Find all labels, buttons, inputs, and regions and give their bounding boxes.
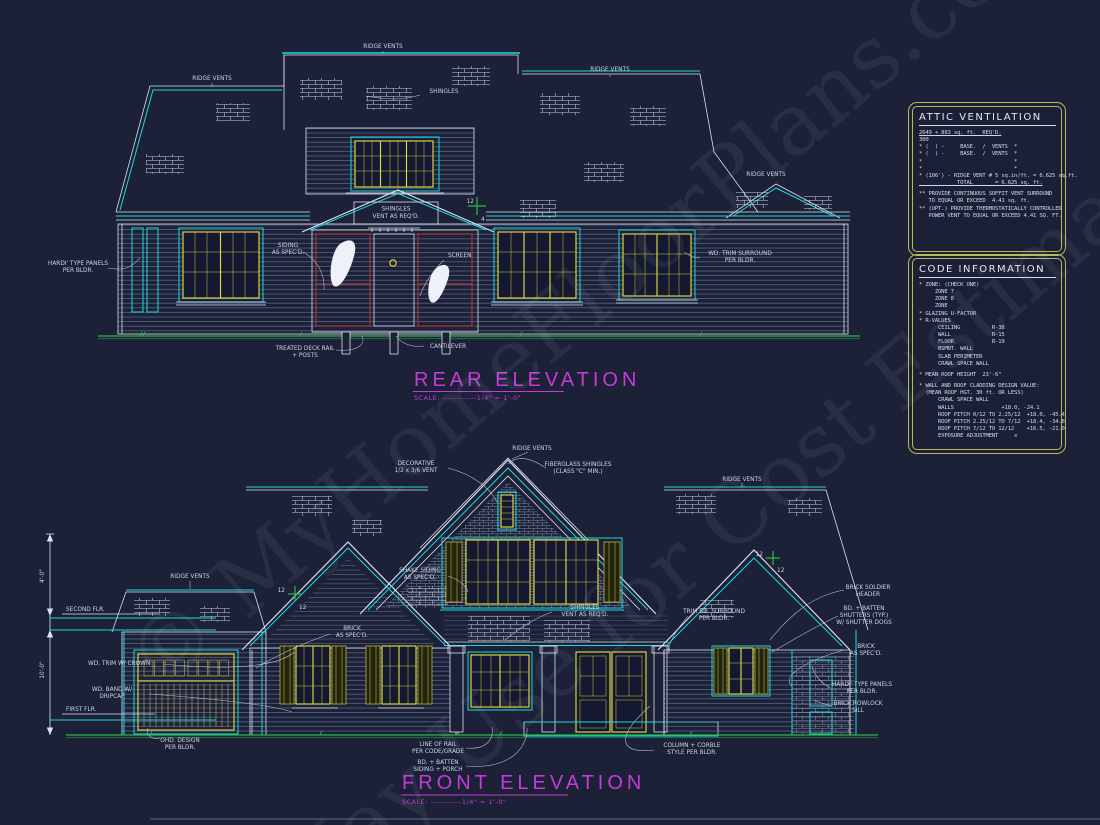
svg-text:DRIPCAP: DRIPCAP: [99, 694, 125, 700]
svg-text:PER BLDR.: PER BLDR.: [699, 616, 730, 622]
front-elevation-title: FRONT ELEVATION: [402, 772, 645, 794]
svg-text:AS SPEC'D.: AS SPEC'D.: [404, 575, 436, 581]
svg-text:AS SPEC'D.: AS SPEC'D.: [336, 633, 368, 639]
rear-shingles-label: SHINGLES: [429, 89, 458, 95]
svg-text:AS SPEC'D.: AS SPEC'D.: [850, 651, 882, 657]
line-of-rail-label: LINE OF RAIL: [419, 742, 457, 748]
rear-ridge-vents-label: RIDGE VENTS: [746, 172, 786, 178]
svg-text:12: 12: [278, 588, 286, 594]
svg-text:VENT AS REQ'D.: VENT AS REQ'D.: [373, 214, 420, 220]
rear-ridge-vents-label: RIDGE VENTS: [363, 44, 403, 50]
rear-siding-label: SIDING: [278, 243, 299, 249]
front-left-windows: [279, 645, 433, 709]
decorative-vent-label: DECORATIVE: [398, 461, 435, 467]
svg-text:+ POSTS: + POSTS: [292, 353, 318, 359]
shake-siding-label: SHAKE SIDING: [399, 568, 441, 574]
brick-rowlock-label: BRICK ROWLOCK: [833, 701, 882, 707]
svg-text:PER CODE/GRADE: PER CODE/GRADE: [412, 749, 464, 755]
rear-hardie-label: HARDI' TYPE PANELS: [48, 261, 108, 267]
svg-text:12: 12: [467, 199, 475, 205]
svg-text:PER BLDR.: PER BLDR.: [165, 745, 196, 751]
svg-text:12: 12: [777, 568, 785, 574]
rear-elevation-title: REAR ELEVATION: [414, 369, 640, 391]
rear-window-left: [176, 227, 266, 306]
front-pitch-marker: 12 12: [278, 586, 307, 611]
rear-pitch-marker: 12 4: [467, 197, 486, 223]
garage-door: [133, 649, 239, 735]
front-center-windows: [440, 537, 624, 611]
front-double-door: [575, 651, 647, 733]
rear-ridge-vents-label: RIDGE VENTS: [192, 76, 232, 82]
svg-text:SHUTTERS (TYP.): SHUTTERS (TYP.): [840, 613, 889, 619]
svg-text:AS SPEC'D.: AS SPEC'D.: [272, 250, 304, 256]
porch-window: [467, 651, 533, 711]
rear-window-center-right: [491, 227, 583, 306]
svg-text:W/ SHUTTER DOGS: W/ SHUTTER DOGS: [836, 620, 892, 626]
front-right-pitch-marker: 12 12: [756, 551, 785, 574]
svg-text:PER BLDR.: PER BLDR.: [63, 268, 94, 274]
rear-wd-trim-label: WD. TRIM SURROUND: [708, 251, 772, 257]
wd-band-dripcap-label: WD. BAND W/: [92, 687, 132, 693]
svg-text:SIDING + PORCH: SIDING + PORCH: [413, 767, 462, 773]
shingles-vent-label: SHINGLES: [570, 605, 599, 611]
rear-cantilever-label: CANTILEVER: [430, 344, 466, 350]
rear-attic-window: [346, 136, 444, 194]
svg-text:10'-0": 10'-0": [40, 661, 46, 679]
rear-ridge-vents-label: RIDGE VENTS: [590, 67, 630, 73]
screen-door-highlight: [428, 264, 450, 303]
front-right-window: [711, 645, 771, 697]
svg-text:4'-0": 4'-0": [40, 569, 46, 583]
svg-text:12: 12: [299, 605, 307, 611]
brick-as-specd-label: BRICK: [343, 626, 361, 632]
svg-text:SILL: SILL: [852, 708, 865, 714]
ohd-design-label: OHD. DESIGN: [160, 738, 199, 744]
hardie-panels-label: HARDI' TYPE PANELS: [832, 682, 892, 688]
attic-panel-title: ATTIC VENTILATION: [919, 112, 1056, 126]
front-elevation-scale: SCALE: -----------1/4" = 1'-0": [402, 798, 506, 806]
rear-gable-vent-label: SHINGLES: [381, 207, 410, 213]
rear-elevation-drawing: SHINGLES VENT AS REQ'D. 12 4: [48, 44, 860, 402]
code-information-panel: CODE INFORMATION * ZONE: (CHECK ONE) ZON…: [908, 254, 1066, 454]
front-ridge-vents-label: RIDGE VENTS: [170, 574, 210, 580]
brick-soldier-label: BRICK SOLDIER: [846, 585, 891, 591]
front-dimension-lines: SECOND FLR. FIRST FLR. 4'-0" 10'-0": [40, 533, 216, 735]
fiberglass-shingles-label: FIBERGLASS SHINGLES: [545, 462, 612, 468]
front-elevation-drawing: 12 12: [40, 446, 892, 806]
first-floor-label: FIRST FLR.: [66, 707, 97, 713]
svg-text:VENT AS REQ'D.: VENT AS REQ'D.: [562, 612, 609, 618]
brick-as-specd-label: BRICK: [857, 644, 875, 650]
front-ridge-vents-label: RIDGE VENTS: [512, 446, 552, 452]
rear-deck-rail-label: TREATED DECK RAIL: [275, 346, 336, 352]
rear-screen-label: SCREEN: [448, 253, 471, 259]
column-corble-label: COLUMN + CORBLE: [663, 743, 721, 749]
bd-batten-shutters-label: BD. + BATTEN: [843, 606, 884, 612]
svg-text:STYLE PER BLDR.: STYLE PER BLDR.: [667, 750, 717, 756]
svg-text:PER BLDR.: PER BLDR.: [847, 689, 878, 695]
wd-trim-crown-label: WD. TRIM W/ CROWN: [88, 661, 150, 667]
rear-elevation-scale: SCALE: ------------1/4" = 1'-0": [414, 394, 521, 402]
svg-text:4: 4: [481, 217, 485, 223]
attic-ventilation-panel: ATTIC VENTILATION 2649 + 883 sq. ft. REQ…: [908, 102, 1078, 256]
svg-text:1/2 x 3/6 VENT: 1/2 x 3/6 VENT: [394, 468, 438, 474]
svg-text:PER BLDR.: PER BLDR.: [725, 258, 756, 264]
screen-door-highlight: [330, 240, 356, 287]
decorative-gable-vent: [497, 491, 517, 531]
front-ridge-vents-label: RIDGE VENTS: [722, 477, 762, 483]
code-panel-title: CODE INFORMATION: [919, 264, 1056, 278]
svg-text:(CLASS "C" MIN.): (CLASS "C" MIN.): [553, 469, 602, 475]
rear-window-right: [616, 229, 698, 304]
second-floor-label: SECOND FLR.: [66, 607, 105, 613]
svg-text:12: 12: [756, 552, 764, 558]
bd-batten-siding-label: BD. + BATTEN: [417, 760, 458, 766]
trim-bd-surround-label: TRIM BD. SURROUND: [682, 609, 745, 615]
svg-text:HEADER: HEADER: [856, 592, 880, 598]
